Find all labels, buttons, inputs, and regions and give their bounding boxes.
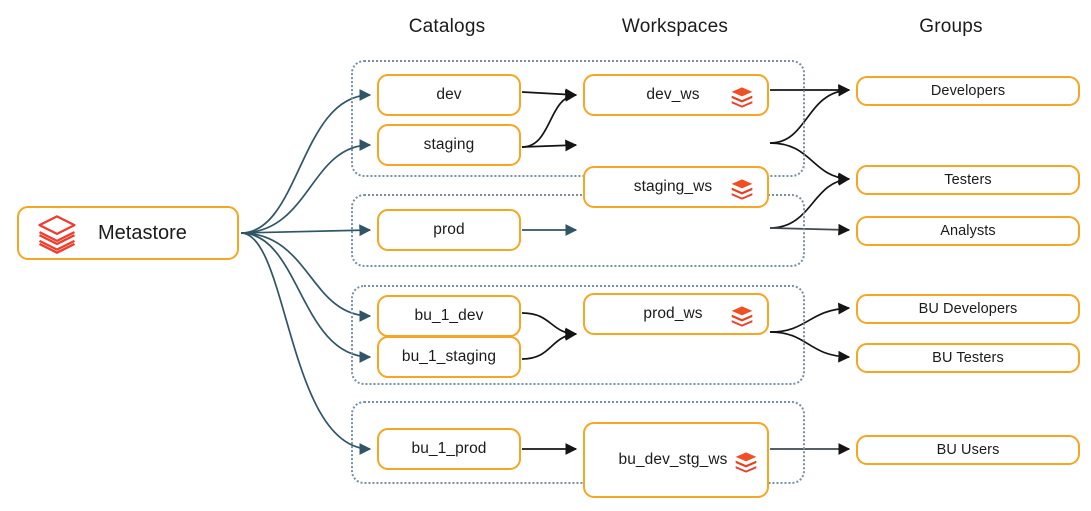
workspace-node-dev-ws[interactable]: dev_ws xyxy=(583,74,769,116)
group-node-bu-testers[interactable]: BU Testers xyxy=(856,343,1080,373)
group-label: BU Testers xyxy=(932,350,1004,366)
group-label: Analysts xyxy=(940,223,996,239)
group-node-bu-users[interactable]: BU Users xyxy=(856,435,1080,465)
workspace-label: prod_ws xyxy=(643,305,703,322)
workspace-node-prod-ws[interactable]: prod_ws xyxy=(583,293,769,335)
catalog-label: dev xyxy=(436,86,462,103)
metastore-label: Metastore xyxy=(98,221,187,244)
group-label: BU Developers xyxy=(918,301,1018,317)
group-label: BU Users xyxy=(936,442,1000,458)
catalog-label: bu_1_dev xyxy=(414,307,484,324)
container-bu-dev-stg xyxy=(351,285,805,385)
workspace-label: bu_dev_stg_ws xyxy=(618,451,728,468)
container-prod xyxy=(351,194,805,267)
catalog-node-bu-1-staging[interactable]: bu_1_staging xyxy=(377,336,521,378)
column-header-groups: Groups xyxy=(919,16,983,37)
group-node-testers[interactable]: Testers xyxy=(856,165,1080,195)
catalog-label: bu_1_prod xyxy=(411,440,487,457)
workspace-label: staging_ws xyxy=(633,178,713,195)
workspace-label: dev_ws xyxy=(646,86,700,103)
layers-stack-outline-icon xyxy=(38,215,76,254)
group-node-bu-developers[interactable]: BU Developers xyxy=(856,294,1080,324)
group-label: Developers xyxy=(930,83,1006,99)
catalog-label: staging xyxy=(423,136,475,153)
layers-stack-filled-icon xyxy=(731,179,753,200)
catalog-node-dev[interactable]: dev xyxy=(377,74,521,116)
catalog-node-prod[interactable]: prod xyxy=(377,209,521,251)
group-node-developers[interactable]: Developers xyxy=(856,76,1080,106)
catalog-node-bu-1-dev[interactable]: bu_1_dev xyxy=(377,295,521,337)
metastore-node[interactable]: Metastore xyxy=(17,206,239,260)
column-header-workspaces: Workspaces xyxy=(621,16,729,37)
catalog-label: bu_1_staging xyxy=(401,348,497,365)
catalog-node-bu-1-prod[interactable]: bu_1_prod xyxy=(377,428,521,470)
layers-stack-filled-icon xyxy=(731,87,753,108)
catalog-node-staging[interactable]: staging xyxy=(377,124,521,166)
catalog-label: prod xyxy=(433,221,465,238)
container-bu-prod xyxy=(351,401,805,484)
container-dev-staging xyxy=(351,60,805,177)
layers-stack-filled-icon xyxy=(731,306,753,327)
column-header-catalogs: Catalogs xyxy=(408,16,486,37)
group-node-analysts[interactable]: Analysts xyxy=(856,216,1080,246)
group-label: Testers xyxy=(944,172,992,188)
workspace-node-bu-dev-stg-ws[interactable]: bu_dev_stg_ws xyxy=(583,422,769,498)
layers-stack-filled-icon xyxy=(735,452,757,473)
workspace-node-staging-ws[interactable]: staging_ws xyxy=(583,166,769,208)
